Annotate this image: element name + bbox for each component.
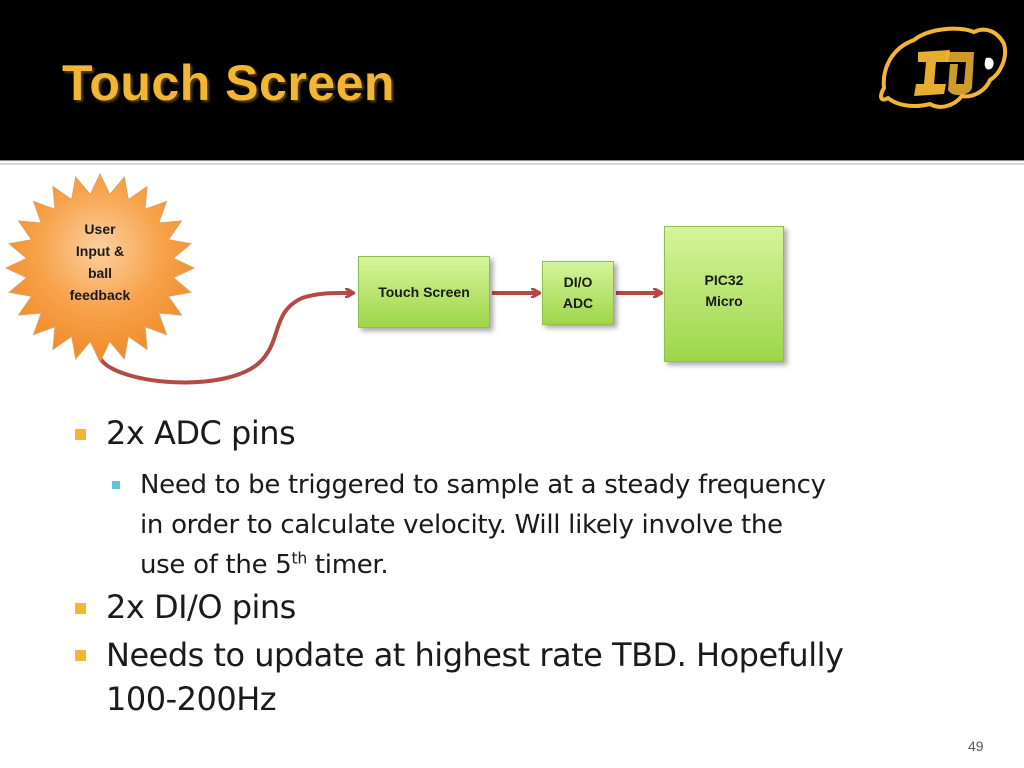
- sub-bullet-line-3-text: use of the 5: [140, 550, 292, 580]
- sub-bullet-line-3: use of the 5th timer.: [140, 545, 960, 585]
- bullet-marker-2: [75, 603, 86, 614]
- page-number: 49: [968, 738, 984, 754]
- sub-bullet-item-1: Need to be triggered to sample at a stea…: [140, 465, 960, 585]
- dio-adc-box: DI/O ADC: [542, 261, 614, 325]
- pic32-micro-box: PIC32 Micro: [664, 226, 784, 362]
- cu-buffalo-logo: [879, 26, 1007, 109]
- burst-line-4: feedback: [69, 287, 131, 303]
- dio-label: DI/O: [563, 274, 593, 290]
- burst-line-2: Input &: [75, 243, 125, 259]
- burst-line-3: ball: [87, 265, 113, 281]
- bullet-item-1: 2x ADC pins: [106, 414, 296, 452]
- burst-label: User Input & ball feedback: [42, 218, 158, 306]
- bullet-item-3-line-1: Needs to update at highest rate TBD. Hop…: [106, 636, 844, 674]
- ordinal-superscript: th: [291, 549, 308, 568]
- pic32-label: PIC32: [704, 272, 744, 288]
- header-divider: [0, 160, 1024, 168]
- bullet-marker-1: [75, 429, 86, 440]
- bullet-item-2: 2x DI/O pins: [106, 588, 296, 626]
- bullet-item-3: Needs to update at highest rate TBD. Hop…: [106, 633, 986, 721]
- sub-bullet-marker-1: [112, 481, 120, 489]
- sub-bullet-line-1: Need to be triggered to sample at a stea…: [140, 470, 826, 500]
- adc-label: ADC: [562, 295, 594, 311]
- burst-line-1: User: [84, 221, 116, 237]
- touch-screen-label: Touch Screen: [378, 283, 470, 300]
- sub-bullet-line-2: in order to calculate velocity. Will lik…: [140, 510, 783, 540]
- sub-bullet-line-3-end: timer.: [306, 550, 389, 580]
- touch-screen-box: Touch Screen: [358, 256, 490, 328]
- micro-label: Micro: [705, 293, 743, 309]
- user-input-burst: User Input & ball feedback: [2, 170, 198, 366]
- burst-shape: [4, 172, 196, 364]
- slide-title: Touch Screen: [62, 55, 395, 111]
- slide-header: [0, 0, 1024, 160]
- bullet-item-3-line-2: 100-200Hz: [106, 680, 277, 718]
- bullet-marker-3: [75, 650, 86, 661]
